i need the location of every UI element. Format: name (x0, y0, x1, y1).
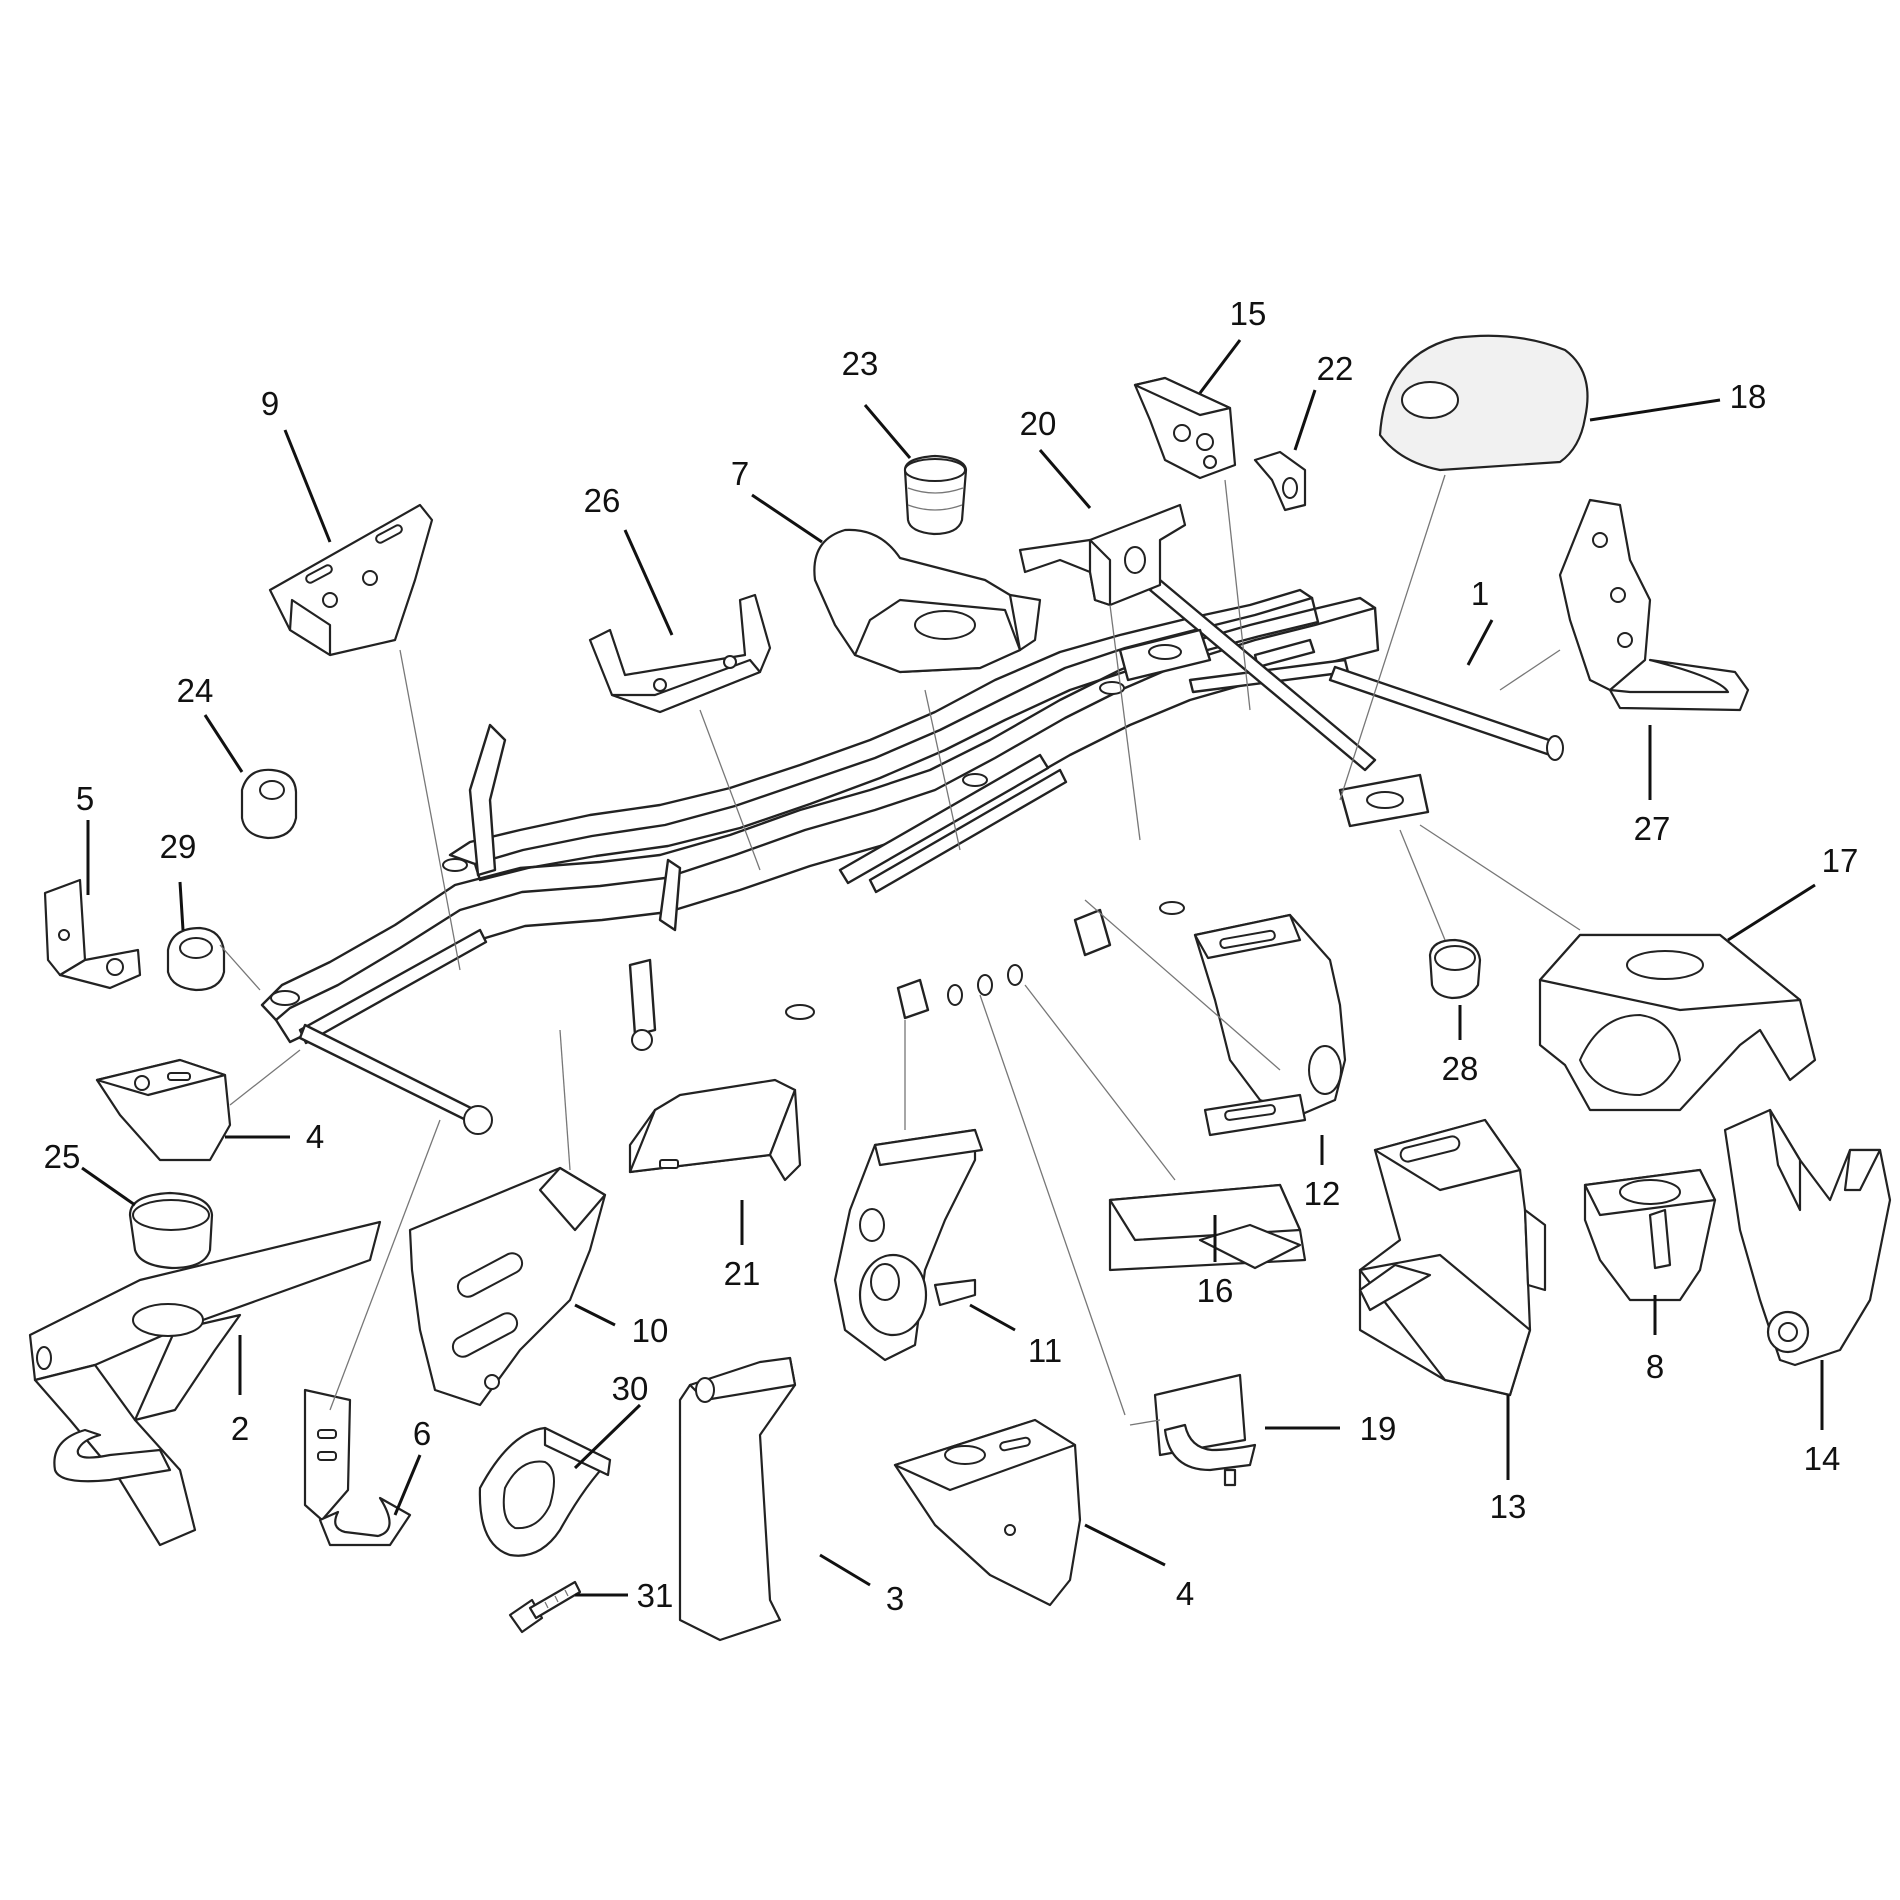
part-9-bracket (268, 503, 434, 657)
part-10-large-bracket (408, 1166, 607, 1407)
part-13-large-hanger (1358, 1118, 1547, 1397)
callout-4-right: 4 (1176, 1575, 1194, 1612)
callout-23: 23 (842, 345, 879, 382)
part-11-spring-hanger (833, 1128, 984, 1362)
part-7-housing (813, 528, 1042, 674)
part-14-hanger (1723, 1108, 1892, 1367)
part-18-casting (1378, 334, 1589, 472)
callout-16: 16 (1197, 1272, 1234, 1309)
callout-22: 22 (1317, 350, 1354, 387)
callout-12: 12 (1304, 1175, 1341, 1212)
callout-31: 31 (637, 1577, 674, 1614)
callout-24: 24 (177, 672, 214, 709)
part-20-bracket (1018, 503, 1187, 607)
callout-3: 3 (886, 1580, 904, 1617)
callout-30: 30 (612, 1370, 649, 1407)
callout-4-left: 4 (306, 1118, 324, 1155)
part-17-spring-mount (1538, 933, 1817, 1112)
callout-15: 15 (1230, 295, 1267, 332)
part-26-u-bracket (588, 593, 772, 714)
part-15-plate (1133, 376, 1237, 480)
part-5-angle-bracket (43, 878, 142, 990)
part-6-loop-bracket (303, 1388, 412, 1547)
part-25-cup (128, 1191, 214, 1270)
callout-8: 8 (1646, 1348, 1664, 1385)
part-16-plate-clip (1108, 1183, 1307, 1272)
part-2-front-bracket (28, 1220, 382, 1547)
callout-7: 7 (731, 455, 749, 492)
callout-1: 1 (1471, 575, 1489, 612)
part-29-bush (166, 926, 226, 992)
part-24-bush (240, 768, 298, 840)
callout-17: 17 (1822, 842, 1859, 879)
callout-6: 6 (413, 1415, 431, 1452)
callout-29: 29 (160, 828, 197, 865)
callout-28: 28 (1442, 1050, 1479, 1087)
callout-10: 10 (632, 1312, 669, 1349)
callout-2: 2 (231, 1410, 249, 1447)
callout-9: 9 (261, 385, 279, 422)
part-3-shackle-mount (678, 1356, 797, 1642)
part-31-bolt (508, 1580, 582, 1634)
callout-25: 25 (44, 1138, 81, 1175)
callout-5: 5 (76, 780, 94, 817)
callout-13: 13 (1490, 1488, 1527, 1525)
callout-11: 11 (1028, 1332, 1062, 1369)
callout-18: 18 (1730, 378, 1767, 415)
part-8-bracket (1583, 1168, 1717, 1302)
callout-20: 20 (1020, 405, 1057, 442)
part-23-bush (903, 454, 968, 536)
part-4-bracket-right (893, 1418, 1082, 1607)
part-4-bracket-left (95, 1058, 232, 1162)
part-21-plate (628, 1078, 802, 1182)
leader-lines (81, 339, 1824, 1597)
callout-27: 27 (1634, 810, 1671, 847)
part-12-spring-hanger (1193, 913, 1347, 1137)
callout-26: 26 (584, 482, 621, 519)
callout-labels: 1 2 3 4 4 5 6 7 8 9 10 11 12 13 14 15 16… (44, 295, 1859, 1617)
part-28-bush (1428, 938, 1482, 1000)
part-22-tab (1253, 450, 1307, 512)
chassis-frame (260, 578, 1564, 1135)
part-27-rear-bracket (1558, 498, 1750, 712)
callout-21: 21 (724, 1255, 761, 1292)
part-30-eye-bracket (478, 1426, 612, 1557)
guide-lines (219, 474, 1581, 1416)
part-19-u-clip (1129, 1373, 1257, 1487)
callout-14: 14 (1804, 1440, 1841, 1477)
callout-19: 19 (1360, 1410, 1397, 1447)
